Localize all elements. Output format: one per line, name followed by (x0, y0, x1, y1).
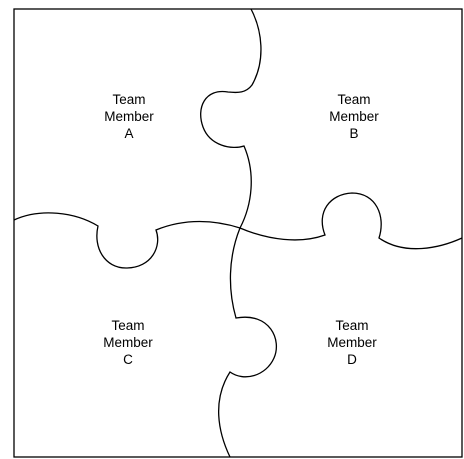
piece-c-line-3: C (123, 352, 133, 367)
seam-vertical-bottom (219, 228, 277, 457)
piece-c-line-2: Member (103, 335, 153, 350)
piece-b-label: Team Member B (329, 92, 379, 141)
piece-c-line-1: Team (111, 318, 144, 333)
piece-c-label: Team Member C (103, 318, 153, 367)
piece-a-line-1: Team (112, 92, 145, 107)
piece-d-line-2: Member (327, 335, 377, 350)
seam-horizontal-right (240, 193, 462, 249)
piece-a-label: Team Member A (104, 92, 154, 141)
piece-a-line-3: A (124, 126, 133, 141)
piece-b-line-1: Team (337, 92, 370, 107)
piece-d-line-1: Team (335, 318, 368, 333)
piece-b-line-3: B (349, 126, 358, 141)
seam-horizontal-left (14, 213, 240, 268)
piece-b-line-2: Member (329, 109, 379, 124)
piece-d-label: Team Member D (327, 318, 377, 367)
seam-vertical-top (201, 9, 261, 228)
piece-d-line-3: D (347, 352, 357, 367)
piece-a-line-2: Member (104, 109, 154, 124)
